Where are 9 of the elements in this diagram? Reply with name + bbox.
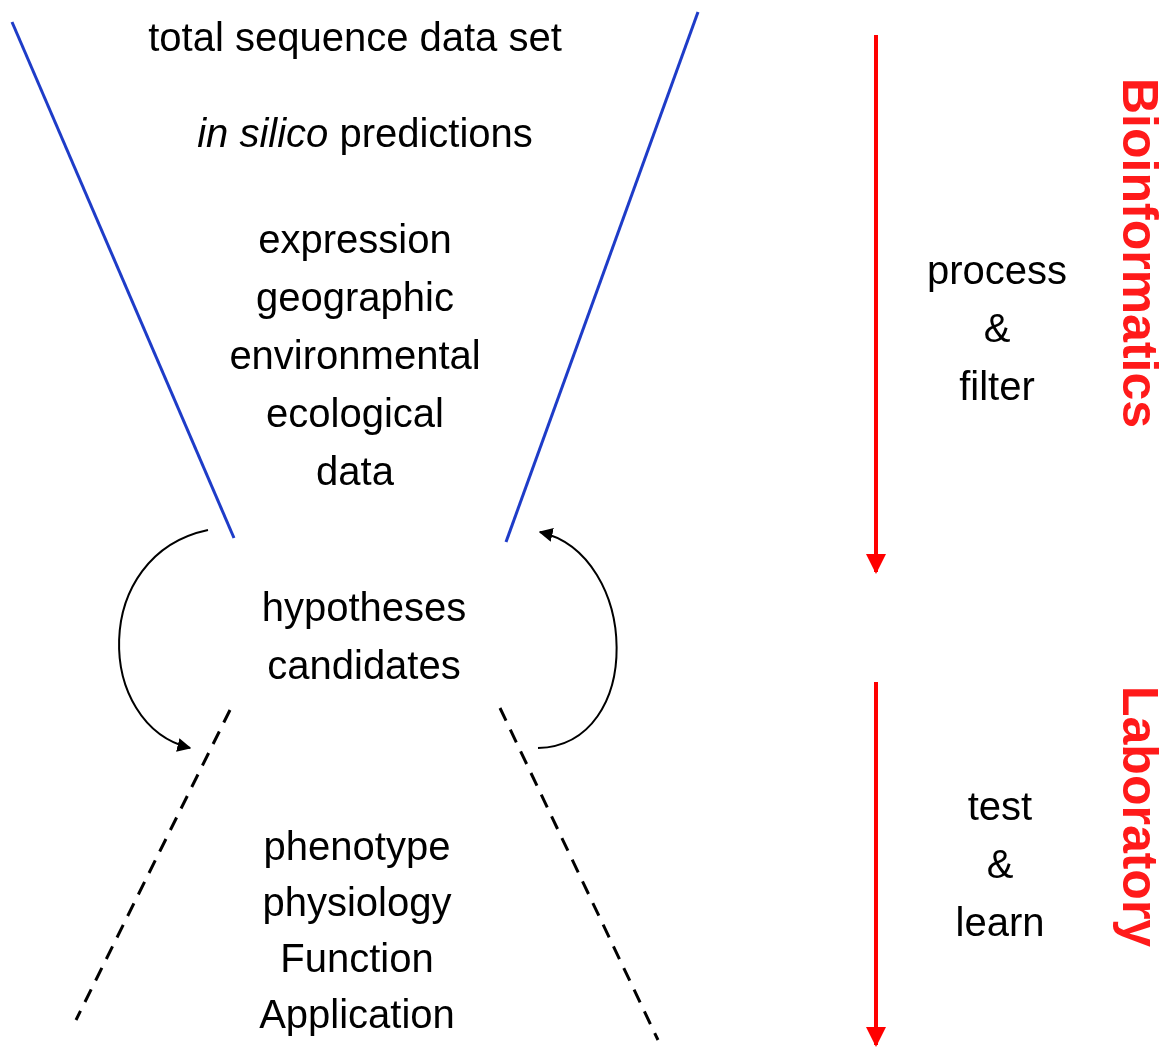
- data-stage-text: in silico predictions: [197, 110, 533, 157]
- lab-stage-text: phenotype physiology Function Application: [259, 823, 455, 1038]
- phase-heading: Laboratory: [1112, 686, 1168, 948]
- data-stage-text: total sequence data set: [148, 14, 562, 61]
- data-stage-text: expression geographic environmental ecological data: [229, 216, 481, 495]
- step-text: test & learn: [955, 783, 1045, 946]
- phase-heading: Bioinformatics: [1112, 78, 1168, 429]
- step-text: process & filter: [926, 247, 1068, 410]
- hypotheses-text: hypotheses candidates: [261, 584, 467, 689]
